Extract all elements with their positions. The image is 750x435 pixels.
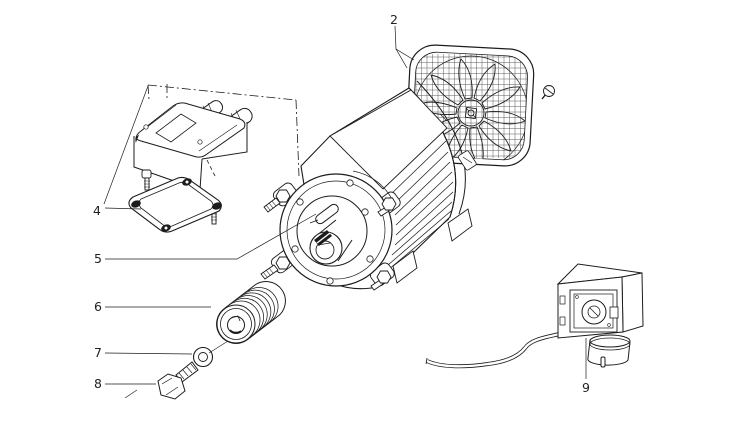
assembly-plane-lines: [147, 84, 300, 179]
switch-box: [556, 263, 644, 339]
callout-4: 4: [93, 203, 101, 218]
cover-screw: [541, 85, 555, 100]
leader-7: [104, 352, 193, 355]
callout-8: 8: [94, 376, 102, 391]
callout-2: 2: [390, 12, 398, 27]
motor-feet: [392, 208, 473, 284]
terminal-box-cover: [133, 100, 253, 191]
leader-4a: [103, 85, 149, 205]
terminal-box-gasket: [128, 176, 222, 233]
axis-lines: [124, 340, 229, 399]
leader-lines: [103, 25, 587, 385]
callout-9: 9: [582, 380, 590, 395]
washer: [192, 346, 214, 368]
hex-bolt: [157, 361, 199, 400]
callout-7: 7: [94, 345, 102, 360]
cooling-fins: [381, 140, 454, 276]
motor-shaft: [309, 219, 353, 265]
power-cable: [425, 332, 561, 369]
callout-6: 6: [94, 299, 102, 314]
leader-4b: [104, 207, 142, 210]
capacitor: [587, 334, 631, 368]
tie-rod-bolts: [260, 189, 397, 291]
pulley: [216, 281, 286, 344]
leader-5: [105, 213, 317, 260]
leader-2: [394, 25, 415, 61]
shaft-key: [309, 203, 339, 225]
callout-5: 5: [94, 251, 102, 266]
cowl-clamp: [457, 150, 477, 171]
